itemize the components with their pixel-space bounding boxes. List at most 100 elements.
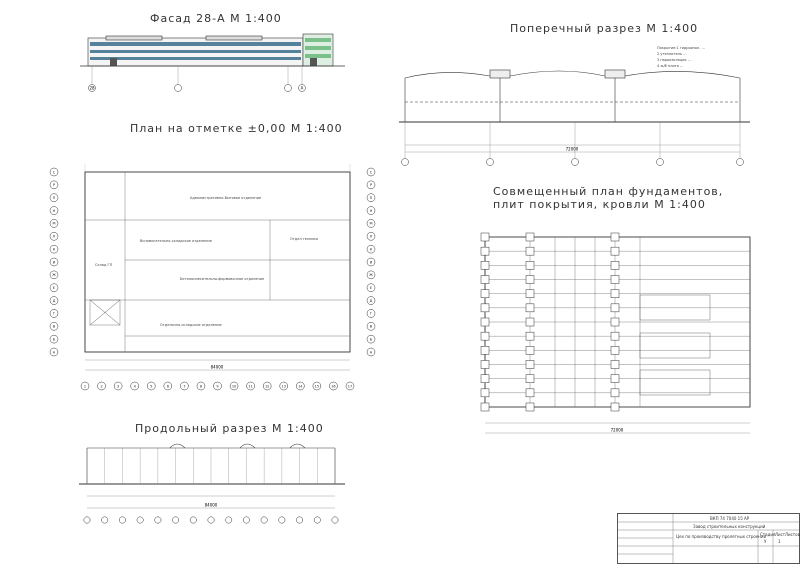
plan-row-label: Р xyxy=(370,183,372,187)
long-axis-bubble xyxy=(136,516,144,524)
plan-row-label: Е xyxy=(370,286,372,290)
plan-col-label: 7 xyxy=(183,384,185,388)
facade-title: Фасад 28-А М 1:400 xyxy=(150,12,282,25)
svg-text:4 ж/б плита …: 4 ж/б плита … xyxy=(657,64,684,68)
facade-axis-b: А xyxy=(301,86,304,91)
plan-row-label: И xyxy=(370,260,373,264)
foundation-footing xyxy=(480,360,490,369)
long-axis-bubble xyxy=(331,516,339,524)
plan-col-label: 10 xyxy=(232,384,236,388)
plan-col-label: 6 xyxy=(167,384,169,388)
svg-text:2 утеплитель …: 2 утеплитель … xyxy=(657,52,687,56)
foundation-footing xyxy=(480,388,490,398)
plan-row-bubble xyxy=(49,309,59,318)
foundation-title-line1: Совмещенный план фундаментов, xyxy=(493,185,724,198)
plan-row-label: Ж xyxy=(52,273,56,277)
cross-section-drawing: Покрытие:1 гидроизол. … 2 утеплитель … 3… xyxy=(399,46,750,166)
plan-row-bubble xyxy=(49,232,59,241)
foundation-footing xyxy=(610,331,620,341)
plan-row-label: С xyxy=(53,170,56,174)
plan-row-bubble xyxy=(366,167,376,177)
plan-col-bubble xyxy=(296,381,305,391)
facade-drawing: 28 А xyxy=(80,33,345,92)
foundation-footing xyxy=(480,232,490,242)
foundation-footing xyxy=(525,402,535,412)
plan-row-label: Ж xyxy=(369,273,373,277)
plan-col-label: 5 xyxy=(150,384,152,388)
plan-row-label: М xyxy=(52,222,55,226)
title-block: ВКП 74 7040 15 АР Завод строительных кон… xyxy=(617,513,800,564)
plan-col-label: 12 xyxy=(265,384,269,388)
foundation-footing xyxy=(610,246,620,256)
foundation-footing xyxy=(480,275,490,284)
plan-col-bubble xyxy=(213,381,222,391)
plan-row-label: И xyxy=(53,260,56,264)
plan-col-bubble xyxy=(345,381,355,391)
plan-col-label: 14 xyxy=(298,384,303,388)
stamp-sheet-label: Лист xyxy=(775,532,786,537)
plan-col-label: 1 xyxy=(84,384,86,388)
foundation-footing xyxy=(610,303,620,313)
plan-title: План на отметке ±0,00 М 1:400 xyxy=(130,122,343,135)
foundation-footing xyxy=(480,261,490,270)
plan-total-dimension: 84000 xyxy=(211,365,224,370)
plan-row-label: Б xyxy=(53,337,56,341)
foundation-footing xyxy=(610,360,620,369)
plan-row-bubble xyxy=(366,309,376,318)
foundation-footing xyxy=(480,346,490,355)
plan-row-bubble xyxy=(49,296,59,305)
plan-col-label: 16 xyxy=(331,384,335,388)
plan-col-bubble xyxy=(262,381,272,391)
stamp-sheets-label: Листов xyxy=(785,532,800,537)
foundation-footing xyxy=(610,232,620,242)
stamp-stage: У xyxy=(764,539,767,544)
plan-row-bubble xyxy=(49,167,59,177)
plan-col-bubble xyxy=(196,381,206,391)
long-axis-bubble xyxy=(101,516,109,524)
foundation-footing xyxy=(610,289,620,298)
svg-text:Склад ГП: Склад ГП xyxy=(95,263,113,267)
plan-row-bubble xyxy=(366,322,376,331)
foundation-footing xyxy=(480,303,490,313)
foundation-footing xyxy=(610,388,620,398)
foundation-footing xyxy=(525,303,535,313)
plan-col-bubble xyxy=(113,381,123,391)
foundation-footing xyxy=(610,374,620,383)
plan-row-label: Л xyxy=(53,235,56,239)
plan-row-bubble xyxy=(49,219,59,228)
plan-row-label: Г xyxy=(370,312,372,316)
foundation-footing xyxy=(480,289,490,298)
long-axis-bubble xyxy=(189,516,197,524)
plan-row-label: В xyxy=(370,325,373,329)
plan-row-label: Н xyxy=(53,209,56,213)
plan-row-bubble xyxy=(366,257,376,267)
plan-row-label: П xyxy=(53,196,56,200)
long-section-drawing: 84000 xyxy=(79,443,345,524)
plan-col-bubble xyxy=(147,381,156,391)
foundation-footing xyxy=(610,402,620,412)
foundation-footing xyxy=(480,331,490,341)
plan-row-bubble xyxy=(49,322,59,331)
long-axis-bubble xyxy=(172,516,180,524)
plan-row-bubble xyxy=(49,244,59,254)
foundation-footing xyxy=(610,261,620,270)
plan-col-label: 13 xyxy=(282,384,286,388)
long-axis-bubble xyxy=(154,516,162,524)
plan-row-label: Р xyxy=(53,183,55,187)
long-axis-bubble xyxy=(242,516,250,524)
plan-row-bubble xyxy=(366,232,376,241)
foundation-total-dimension: 72000 xyxy=(611,428,624,433)
cross-section-title: Поперечный разрез М 1:400 xyxy=(510,22,699,35)
long-axis-bubble xyxy=(296,516,304,524)
plan-row-bubble xyxy=(49,347,59,357)
plan-row-label: Г xyxy=(53,312,55,316)
plan-row-label: А xyxy=(53,350,56,354)
plan-row-bubble xyxy=(366,270,376,280)
plan-row-bubble xyxy=(49,334,59,344)
plan-row-bubble xyxy=(49,180,59,190)
svg-text:Отделочно-складское отделение: Отделочно-складское отделение xyxy=(160,323,222,327)
svg-text:Покрытие:1 гидроизол. …: Покрытие:1 гидроизол. … xyxy=(657,46,705,50)
plan-row-label: Е xyxy=(53,286,55,290)
floor-plan-drawing: Административно-бытовое отделение Вспомо… xyxy=(49,164,376,391)
